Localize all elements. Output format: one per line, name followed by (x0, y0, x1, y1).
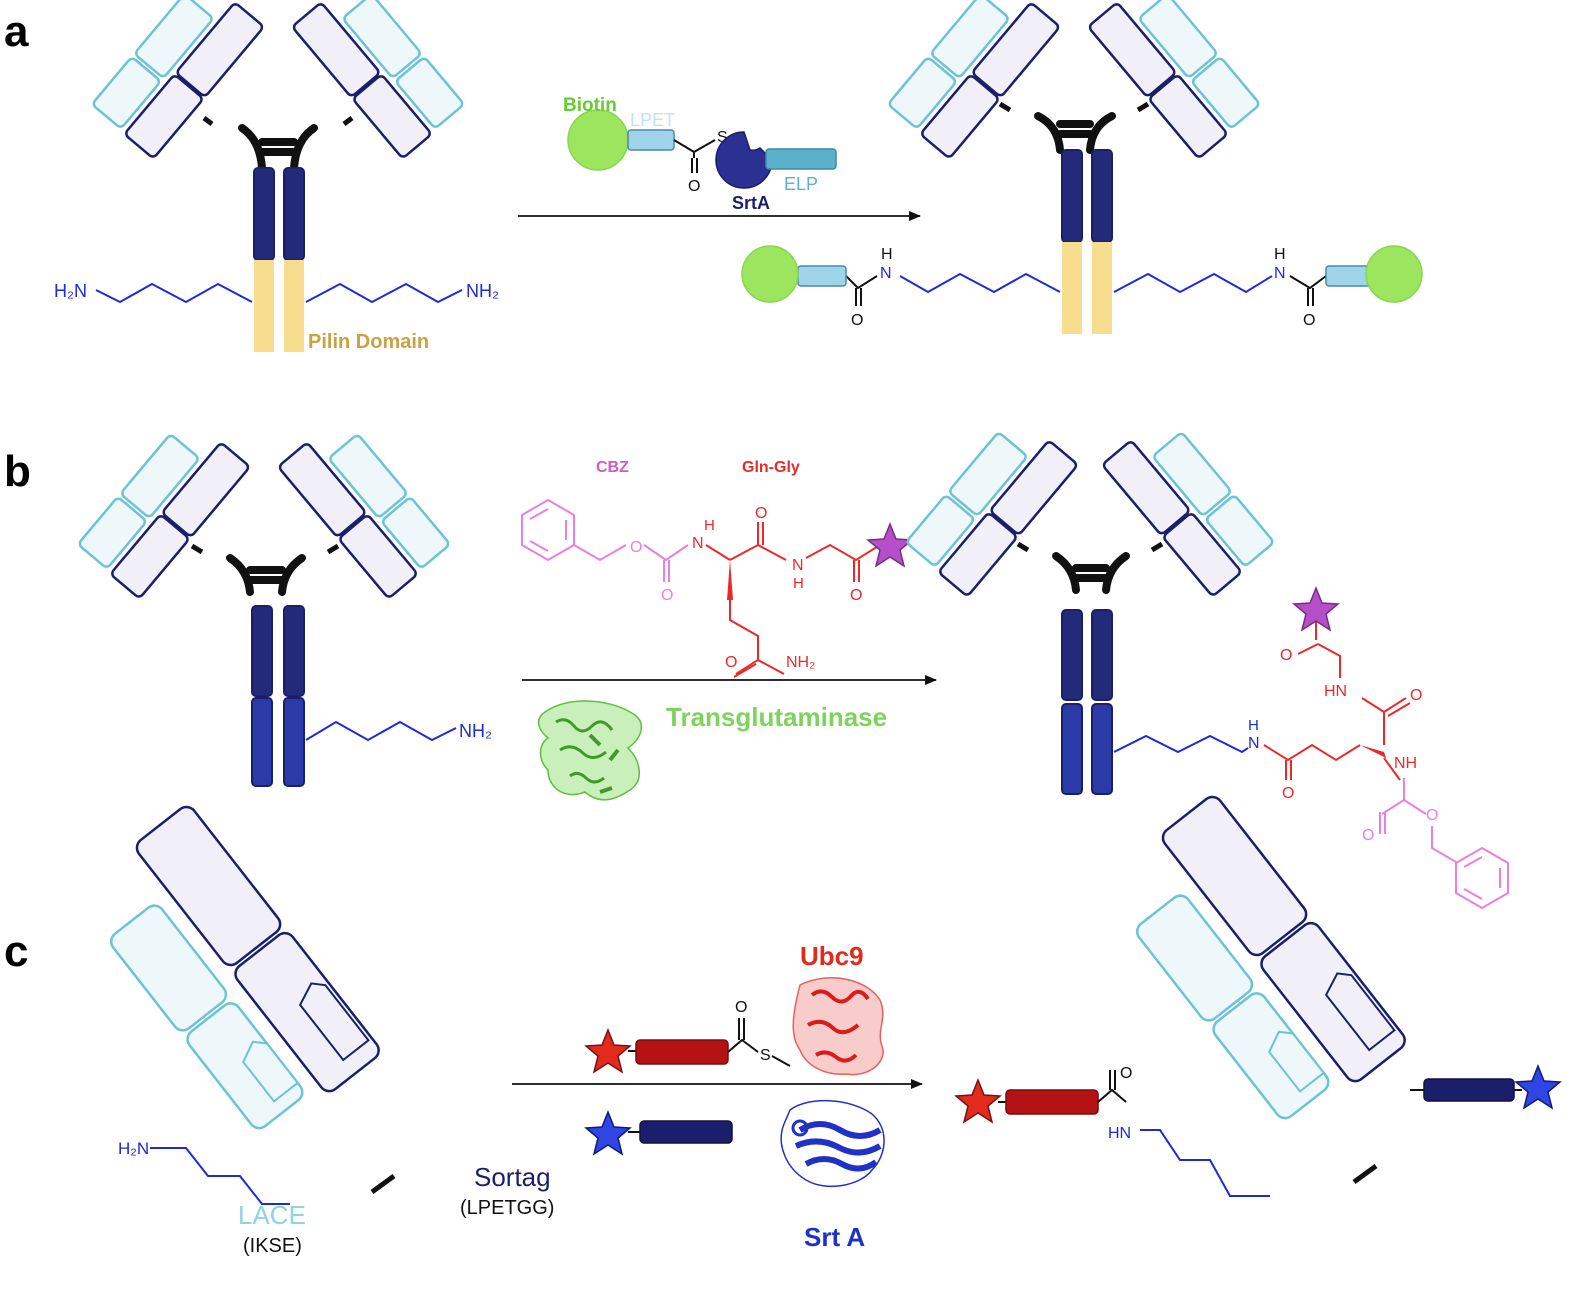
biotin-label: Biotin (563, 95, 617, 116)
cbz-o-ester: O (630, 539, 642, 556)
amide-h-right: H (1274, 246, 1286, 263)
reagent-a: Biotin LPET O S SrtA ELP (563, 95, 837, 213)
antibody-a-right: H N O H N O (741, 0, 1423, 334)
srta-label-a: SrtA (732, 193, 770, 213)
amide-o-c: O (1120, 1065, 1132, 1082)
product-o2-b: O (1410, 687, 1422, 704)
gly-o-label: O (850, 587, 862, 604)
antibody-b-left: NH₂ (78, 434, 492, 787)
lace-label: LACE (238, 1200, 306, 1230)
product-nh-b: NH (1394, 755, 1417, 772)
reagent-c: O S Ubc9 Srt A (584, 941, 885, 1252)
amide-h-left: H (881, 246, 893, 263)
gly-n-label: N (792, 557, 804, 574)
panel-b: b NH₂ (4, 432, 1509, 910)
thioester-s-c: S (760, 1047, 771, 1064)
magenta-star-product-icon (1292, 585, 1340, 632)
gln-h-label: H (704, 517, 715, 534)
thioester-s-label: S (717, 129, 728, 146)
cbz-label: CBZ (596, 459, 629, 476)
ubc9-label: Ubc9 (800, 941, 864, 971)
sortag-label: Sortag (474, 1162, 551, 1192)
cbz-o-carbonyl: O (661, 587, 673, 604)
amine-label-b: NH₂ (459, 721, 492, 741)
gly-h-label: H (793, 575, 804, 592)
amide-o-right: O (1303, 312, 1315, 329)
product-hn-b: HN (1324, 683, 1347, 700)
panel-letter-c: c (4, 927, 28, 976)
blue-star-icon (584, 1109, 632, 1156)
panel-letter-a: a (4, 7, 29, 56)
fab-c-left: H₂N LACE (IKSE) Sortag (LPETGG) (109, 805, 554, 1257)
amide-n-right: N (1274, 265, 1286, 282)
amine-left-label: H₂N (54, 281, 87, 301)
amide-nh2-b: NH₂ (786, 654, 815, 671)
ikse-label: (IKSE) (243, 1235, 302, 1257)
blue-star-product-icon (1514, 1063, 1562, 1110)
elp-label: ELP (784, 174, 818, 194)
antibody-b-right: H N O O HN O NH O O (906, 432, 1509, 910)
panel-c: c H₂N LACE (IKSE) Sortag (LPETGG) (4, 795, 1562, 1257)
reagent-b: CBZ Gln-Gly O O H N O N H (521, 459, 914, 678)
amide-hn-c: HN (1108, 1125, 1131, 1142)
product-h-b: H (1248, 717, 1259, 734)
product-o4-b: O (1362, 827, 1374, 844)
red-star-icon (584, 1027, 632, 1074)
product-o5-b: O (1426, 807, 1438, 824)
transglutaminase-protein-icon (537, 700, 643, 801)
product-o-b: O (1282, 785, 1294, 802)
lpetgg-label: (LPETGG) (460, 1197, 554, 1219)
srta-label-c: Srt A (804, 1222, 865, 1252)
amide-o-left: O (851, 312, 863, 329)
pilin-domain-label: Pilin Domain (308, 331, 429, 353)
panel-a: a (4, 0, 1423, 353)
amide-o-b: O (725, 654, 737, 671)
thioester-o-label: O (688, 178, 700, 195)
gln-n-label: N (692, 535, 704, 552)
amine-label-c: H₂N (118, 1139, 149, 1158)
amine-right-label: NH₂ (466, 281, 499, 301)
thioester-o-c: O (735, 999, 747, 1016)
antibody-a-left: Pilin Domain H₂N NH₂ (54, 0, 499, 353)
product-o3-b: O (1280, 647, 1292, 664)
gln-gly-label: Gln-Gly (742, 459, 800, 476)
fab-c-right: O HN (954, 795, 1562, 1197)
transglutaminase-label: Transglutaminase (666, 702, 887, 732)
srta-protein-icon (780, 1100, 885, 1188)
lpet-label: LPET (630, 110, 675, 130)
magenta-star-icon (866, 521, 914, 568)
red-star-product-icon (954, 1077, 1002, 1124)
gln-o-label: O (755, 505, 767, 522)
product-n-b: N (1248, 735, 1260, 752)
panel-letter-b: b (4, 447, 31, 496)
amide-n-left: N (880, 265, 892, 282)
ubc9-protein-icon (792, 977, 884, 1076)
